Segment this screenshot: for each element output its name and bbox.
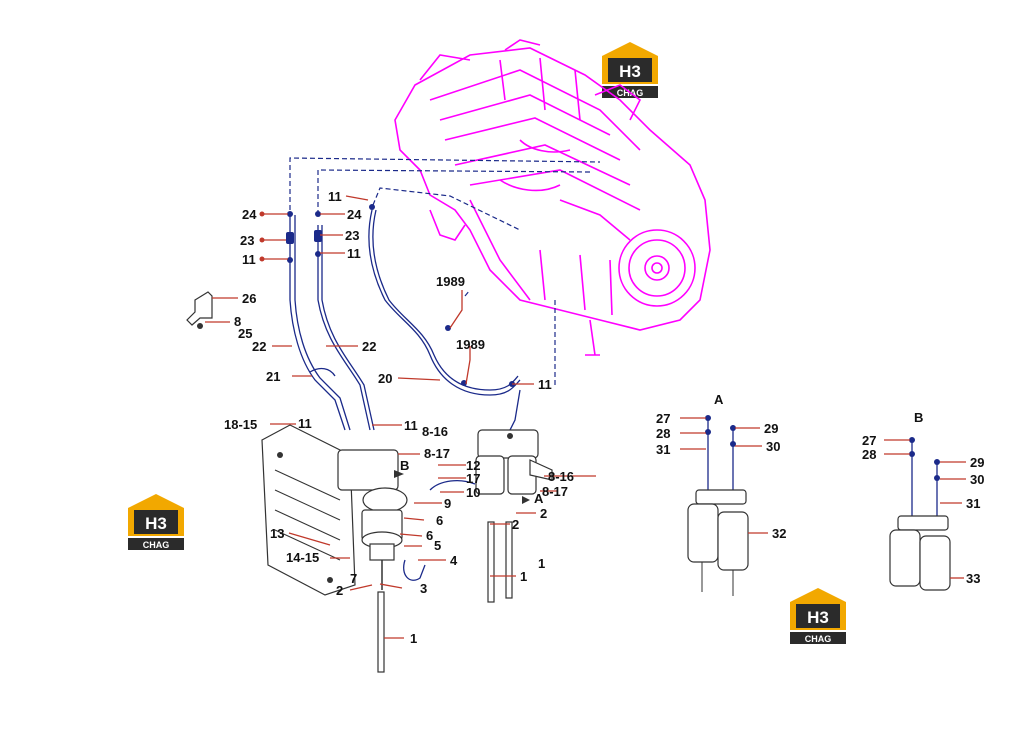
part-label: 2 [540,506,547,521]
part-label: 6 [426,528,433,543]
view-b-title: B [914,410,923,425]
part-label: 11 [328,189,342,204]
pipe-routes [289,157,601,385]
part-label: 30 [766,439,780,454]
logo-main-text: H3 [619,62,641,81]
part-label: 11 [347,246,361,261]
part-label: 30 [970,472,984,487]
part-label: 18-15 [224,417,257,432]
part-label: 8-16 [422,424,448,439]
part-label: 28 [656,426,670,441]
part-label: 32 [772,526,786,541]
part-label: 10 [466,485,480,500]
view-a-title: A [714,392,724,407]
part-label: 12 [466,458,480,473]
part-label: 28 [862,447,876,462]
part-label: 14-15 [286,550,319,565]
part-label: 1 [538,556,545,571]
part-label: 1989 [436,274,465,289]
part-label: 24 [242,207,257,222]
part-label: 11 [298,416,312,431]
drain-pipe-left [377,591,385,673]
part-label: 31 [656,442,670,457]
part-label: 3 [420,581,427,596]
part-label: 5 [434,538,441,553]
mounting-plate [261,424,356,596]
brand-logo-bottom: H3 CHAG [790,588,846,644]
part-label: 25 [238,326,252,341]
view-b-filters [889,437,951,591]
part-labels: 24 23 11 26 8 25 22 21 18-15 11 13 14-15… [224,189,984,646]
fuel-lines [289,209,521,581]
part-label: 8-16 [548,469,574,484]
part-label: 2 [336,583,343,598]
part-label: A [534,491,544,506]
engine-drawing [394,39,711,356]
part-label: 11 [538,377,552,392]
logo-main-text: H3 [807,608,829,627]
part-label: 8 [234,314,241,329]
part-label: 9 [444,496,451,511]
part-label: 27 [656,411,670,426]
primary-filter-housing [337,449,408,590]
part-label: 23 [240,233,254,248]
part-label: 7 [350,571,357,586]
secondary-filter-housing [475,429,553,495]
part-label: 1 [410,631,417,646]
part-label: 1989 [456,337,485,352]
logo-sub-text: CHAG [143,540,170,550]
part-label: 26 [242,291,256,306]
part-label: 31 [966,496,980,511]
part-label: 4 [450,553,458,568]
view-a-filters [687,415,749,596]
logo-sub-text: CHAG [805,634,832,644]
part-label: 8-17 [424,446,450,461]
part-label: 1 [520,569,527,584]
part-label: 11 [404,418,418,433]
leader-lines [205,195,966,639]
part-label: 29 [970,455,984,470]
part-label: 22 [362,339,376,354]
logo-main-text: H3 [145,514,167,533]
view-pointers [394,470,530,504]
part-label: 21 [266,369,280,384]
part-label: 33 [966,571,980,586]
part-label: 29 [764,421,778,436]
part-label: 23 [345,228,359,243]
part-label: 13 [270,526,284,541]
part-label: 17 [466,471,480,486]
part-label: 22 [252,339,266,354]
part-label: 8-17 [542,484,568,499]
brand-logo-left: H3 CHAG [128,494,184,550]
drain-pipes-center [487,521,513,603]
part-label: 27 [862,433,876,448]
part-label: 20 [378,371,392,386]
part-label: 24 [347,207,362,222]
fittings [286,204,515,387]
part-label: 6 [436,513,443,528]
part-label: 11 [242,252,256,267]
part-label: B [400,458,409,473]
bracket-part [186,291,213,329]
part-label: 2 [512,517,519,532]
brand-logo-top: H3 CHAG [602,42,658,98]
